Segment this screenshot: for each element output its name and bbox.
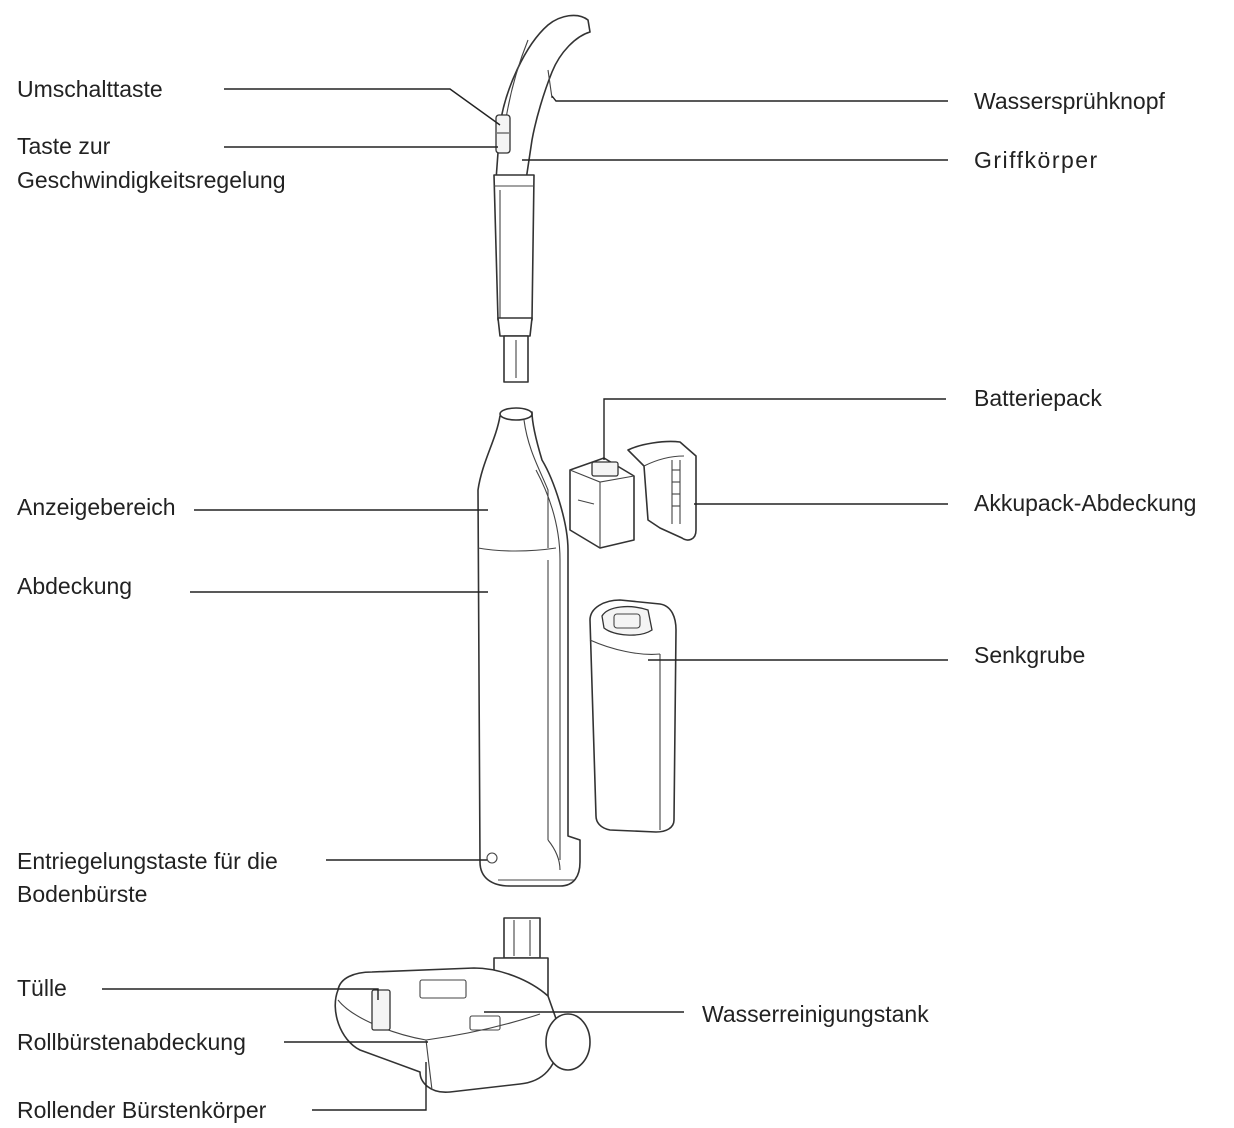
label-abdeckung: Abdeckung bbox=[17, 573, 133, 599]
label-griffkoerper: Griffkörper bbox=[974, 147, 1099, 173]
label-taste-line2: Geschwindigkeitsregelung bbox=[17, 167, 286, 193]
label-wasserreinigungstank: Wasserreinigungstank bbox=[702, 1001, 929, 1027]
label-akkupack-abdeckung: Akkupack-Abdeckung bbox=[974, 490, 1197, 516]
battery-cover-part bbox=[627, 440, 697, 541]
label-rollbuerstenabdeckung: Rollbürstenabdeckung bbox=[17, 1029, 246, 1055]
leader-wasserspruehknopf bbox=[551, 95, 948, 102]
handle-part bbox=[493, 14, 591, 383]
label-taste-line1: Taste zur bbox=[17, 133, 111, 159]
label-batteriepack: Batteriepack bbox=[974, 385, 1102, 411]
leader-tuelle bbox=[102, 988, 379, 1000]
battery-pack-part bbox=[569, 457, 635, 549]
label-wasserspruehknopf: Wassersprühknopf bbox=[974, 88, 1165, 114]
label-entriegelung-line1: Entriegelungstaste für die bbox=[17, 848, 278, 874]
label-rollender-buerstenkoerper: Rollender Bürstenkörper bbox=[17, 1097, 267, 1123]
dirty-water-tank-part bbox=[589, 599, 677, 833]
label-entriegelung-line2: Bodenbürste bbox=[17, 881, 148, 907]
floor-head-part bbox=[334, 917, 591, 1093]
main-body-part bbox=[477, 407, 581, 887]
label-umschalttaste: Umschalttaste bbox=[17, 76, 163, 102]
label-anzeigebereich: Anzeigebereich bbox=[17, 494, 176, 520]
leader-rollender bbox=[312, 1062, 427, 1111]
label-tuelle: Tülle bbox=[17, 975, 67, 1001]
leader-batteriepack bbox=[603, 398, 946, 460]
label-senkgrube: Senkgrube bbox=[974, 642, 1086, 668]
leader-umschalttaste bbox=[224, 88, 501, 126]
